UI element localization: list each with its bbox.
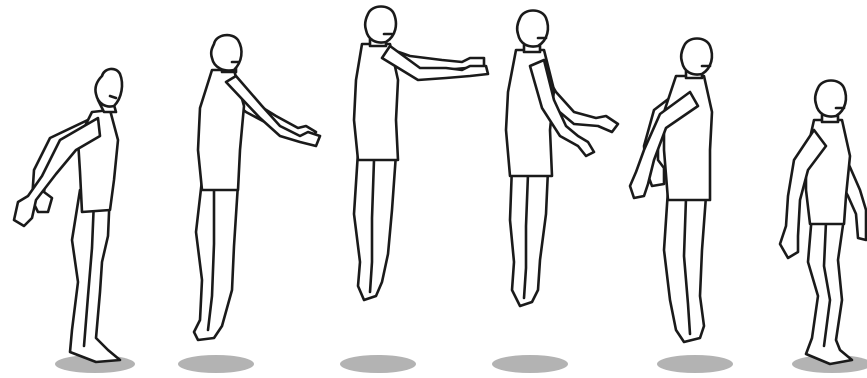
shadow-frame-3 — [340, 355, 416, 373]
head — [517, 11, 548, 47]
legs — [194, 180, 238, 340]
figure-frame-6 — [780, 81, 866, 365]
legs — [510, 166, 548, 306]
figure-frame-4 — [506, 11, 618, 307]
figure-frame-2 — [194, 35, 320, 340]
legs — [354, 152, 396, 300]
figure-frame-1 — [14, 69, 122, 362]
head — [681, 39, 712, 75]
figure-frame-3 — [354, 7, 488, 301]
legs — [70, 190, 120, 362]
head — [815, 81, 846, 117]
head — [211, 35, 241, 70]
figure-frame-5 — [630, 39, 712, 343]
head — [365, 7, 396, 43]
head — [95, 69, 122, 107]
shadow-frame-2 — [178, 355, 254, 373]
shadow-frame-5 — [657, 355, 733, 373]
shadow-frame-4 — [492, 355, 568, 373]
